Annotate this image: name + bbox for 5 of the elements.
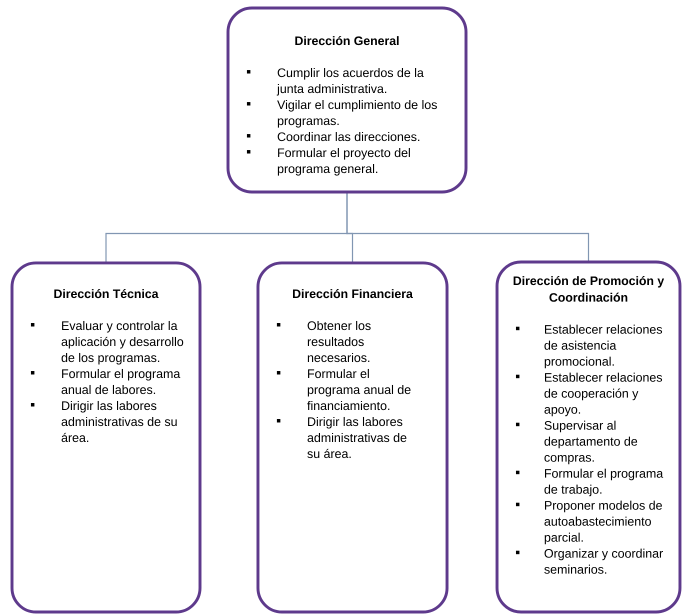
org-box: Dirección General Cumplir los acuerdos de la junta administrativa. Vigilar el cumplimiento de los programas. Coordinar las direcciones. Formular el proyecto del programa general. <box>226 6 468 194</box>
org-box: Dirección Técnica Evaluar y controlar la aplicación y desarrollo de los programas. Formular el programa anual de labores. Dirigir las labores administrativas de su área. <box>10 262 202 614</box>
org-box: Dirección Financiera Obtener los resultados necesarios. Formular el programa anual de financiamiento. Dirigir las labores administrativas de su área. <box>256 262 448 614</box>
connector-line <box>346 193 590 261</box>
org-box: Dirección de Promoción y Coordinación Establecer relaciones de asistencia promocional. Establecer relaciones de cooperación y apoyo. Supervisar al departamento de compras. Formular el programa de trabajo. Proponer modelos de autoabastecimiento parcial. Organizar y coordinar seminarios. <box>496 260 682 614</box>
